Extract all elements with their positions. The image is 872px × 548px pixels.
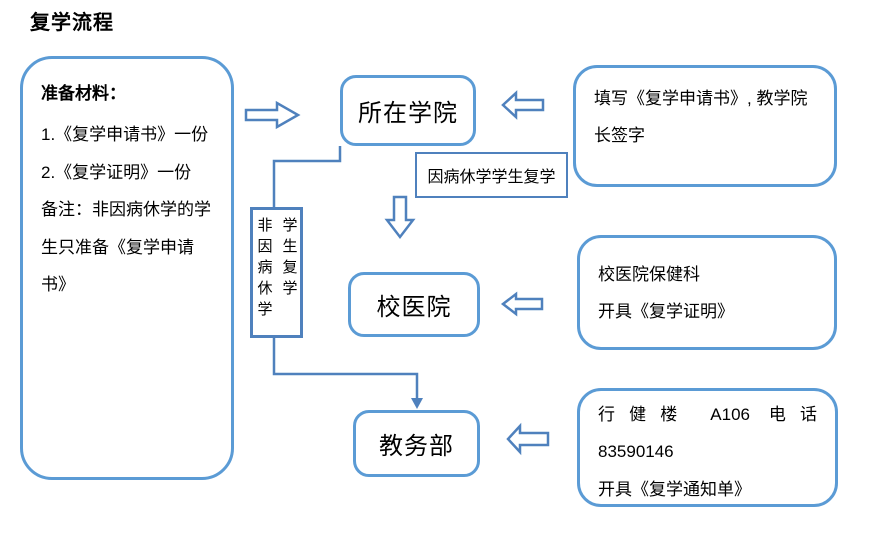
page-title: 复学流程	[30, 12, 114, 34]
flow-node-hospital: 校医院	[348, 272, 480, 337]
flow-node-office: 教务部	[353, 410, 480, 477]
note-hospital: 校医院保健科 开具《复学证明》	[577, 235, 837, 350]
branch-label-sick-text: 因病休学学生复学	[427, 169, 556, 186]
flow-node-hospital-label: 校医院	[376, 294, 452, 321]
branch-label-non-sick: 非因病休学学生复学	[250, 207, 303, 338]
note-hospital-line-2: 开具《复学证明》	[598, 302, 734, 322]
note-office-line-1: 行健楼 A106 电话	[598, 405, 817, 424]
connector-arrowhead-icon	[411, 398, 423, 409]
note-office-line-3: 开具《复学通知单》	[598, 479, 751, 499]
arrow-right-icon	[244, 100, 301, 130]
note-college-text: 填写《复学申请书》, 教学院长签字	[594, 89, 808, 146]
arrow-left-college-icon	[501, 90, 545, 120]
note-hospital-line-1: 校医院保健科	[598, 265, 700, 284]
arrow-left-office-icon	[506, 422, 550, 456]
note-office: 行健楼 A106 电话 83590146 开具《复学通知单》	[577, 388, 838, 507]
branch-label-sick: 因病休学学生复学	[415, 152, 568, 198]
flow-node-college: 所在学院	[340, 75, 476, 146]
arrow-down-icon	[384, 195, 416, 240]
note-college: 填写《复学申请书》, 教学院长签字	[573, 65, 837, 187]
connector-college-to-nonsick	[272, 146, 342, 207]
materials-box: 准备材料： 1.《复学申请书》一份 2.《复学证明》一份 备注：非因病休学的学生…	[20, 56, 234, 480]
connector-nonsick-to-office	[272, 338, 419, 399]
branch-label-non-sick-text: 非因病休学学生复学	[255, 217, 298, 322]
flow-node-college-label: 所在学院	[358, 100, 458, 127]
materials-heading: 准备材料：	[41, 84, 126, 103]
materials-note: 备注：非因病休学的学生只准备《复学申请书》	[41, 200, 211, 294]
materials-item-1: 1.《复学申请书》一份	[41, 125, 209, 145]
materials-item-2: 2.《复学证明》一份	[41, 162, 192, 182]
flow-node-office-label: 教务部	[379, 433, 454, 460]
arrow-left-hospital-icon	[500, 291, 544, 317]
note-office-line-2: 83590146	[598, 442, 674, 462]
